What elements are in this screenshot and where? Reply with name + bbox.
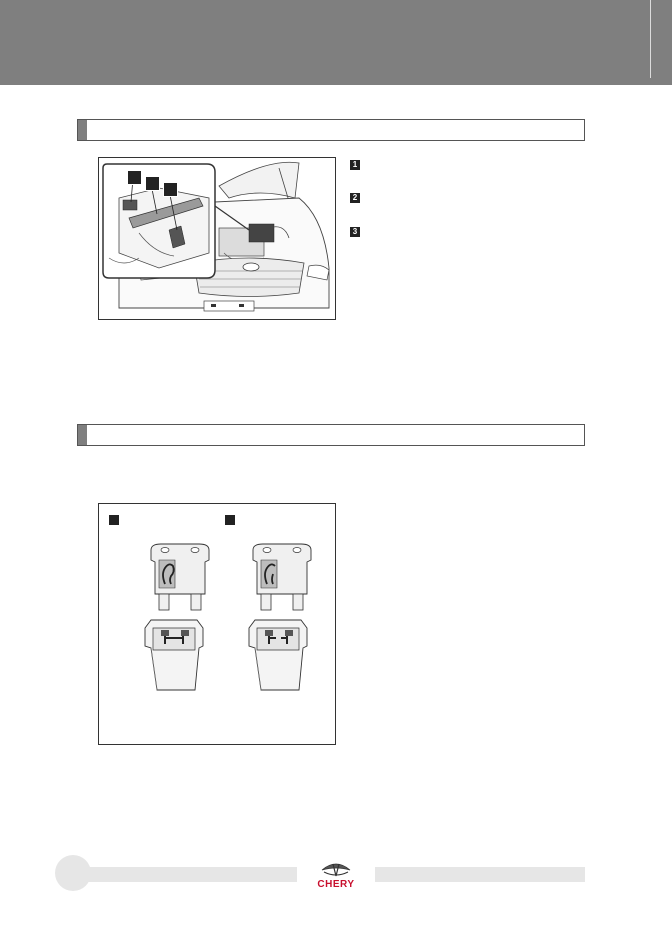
callout-marker-2 <box>145 176 160 191</box>
fuse-illustration <box>144 543 312 691</box>
chery-emblem-icon <box>321 863 351 877</box>
footer-bar-right <box>375 867 585 882</box>
legend-number-3: 3 <box>350 227 360 237</box>
section-accent <box>78 120 87 140</box>
legend-number-2: 2 <box>350 193 360 203</box>
legend-number-1: 1 <box>350 160 360 170</box>
callout-marker-3 <box>163 182 178 197</box>
page-header-band <box>0 0 672 85</box>
fuse-type-a-marker <box>109 515 119 525</box>
callout-marker-1 <box>127 170 142 185</box>
engine-bay-figure <box>98 157 336 320</box>
section-heading-2 <box>77 424 585 446</box>
header-divider <box>650 0 651 78</box>
fuse-type-b-marker <box>225 515 235 525</box>
brand-wordmark: CHERY <box>317 879 355 890</box>
fuse-types-figure <box>98 503 336 745</box>
section-heading-1 <box>77 119 585 141</box>
section-accent <box>78 425 87 445</box>
engine-bay-illustration <box>102 161 330 312</box>
chery-logo: CHERY <box>300 860 372 890</box>
footer-bar-left <box>77 867 297 882</box>
